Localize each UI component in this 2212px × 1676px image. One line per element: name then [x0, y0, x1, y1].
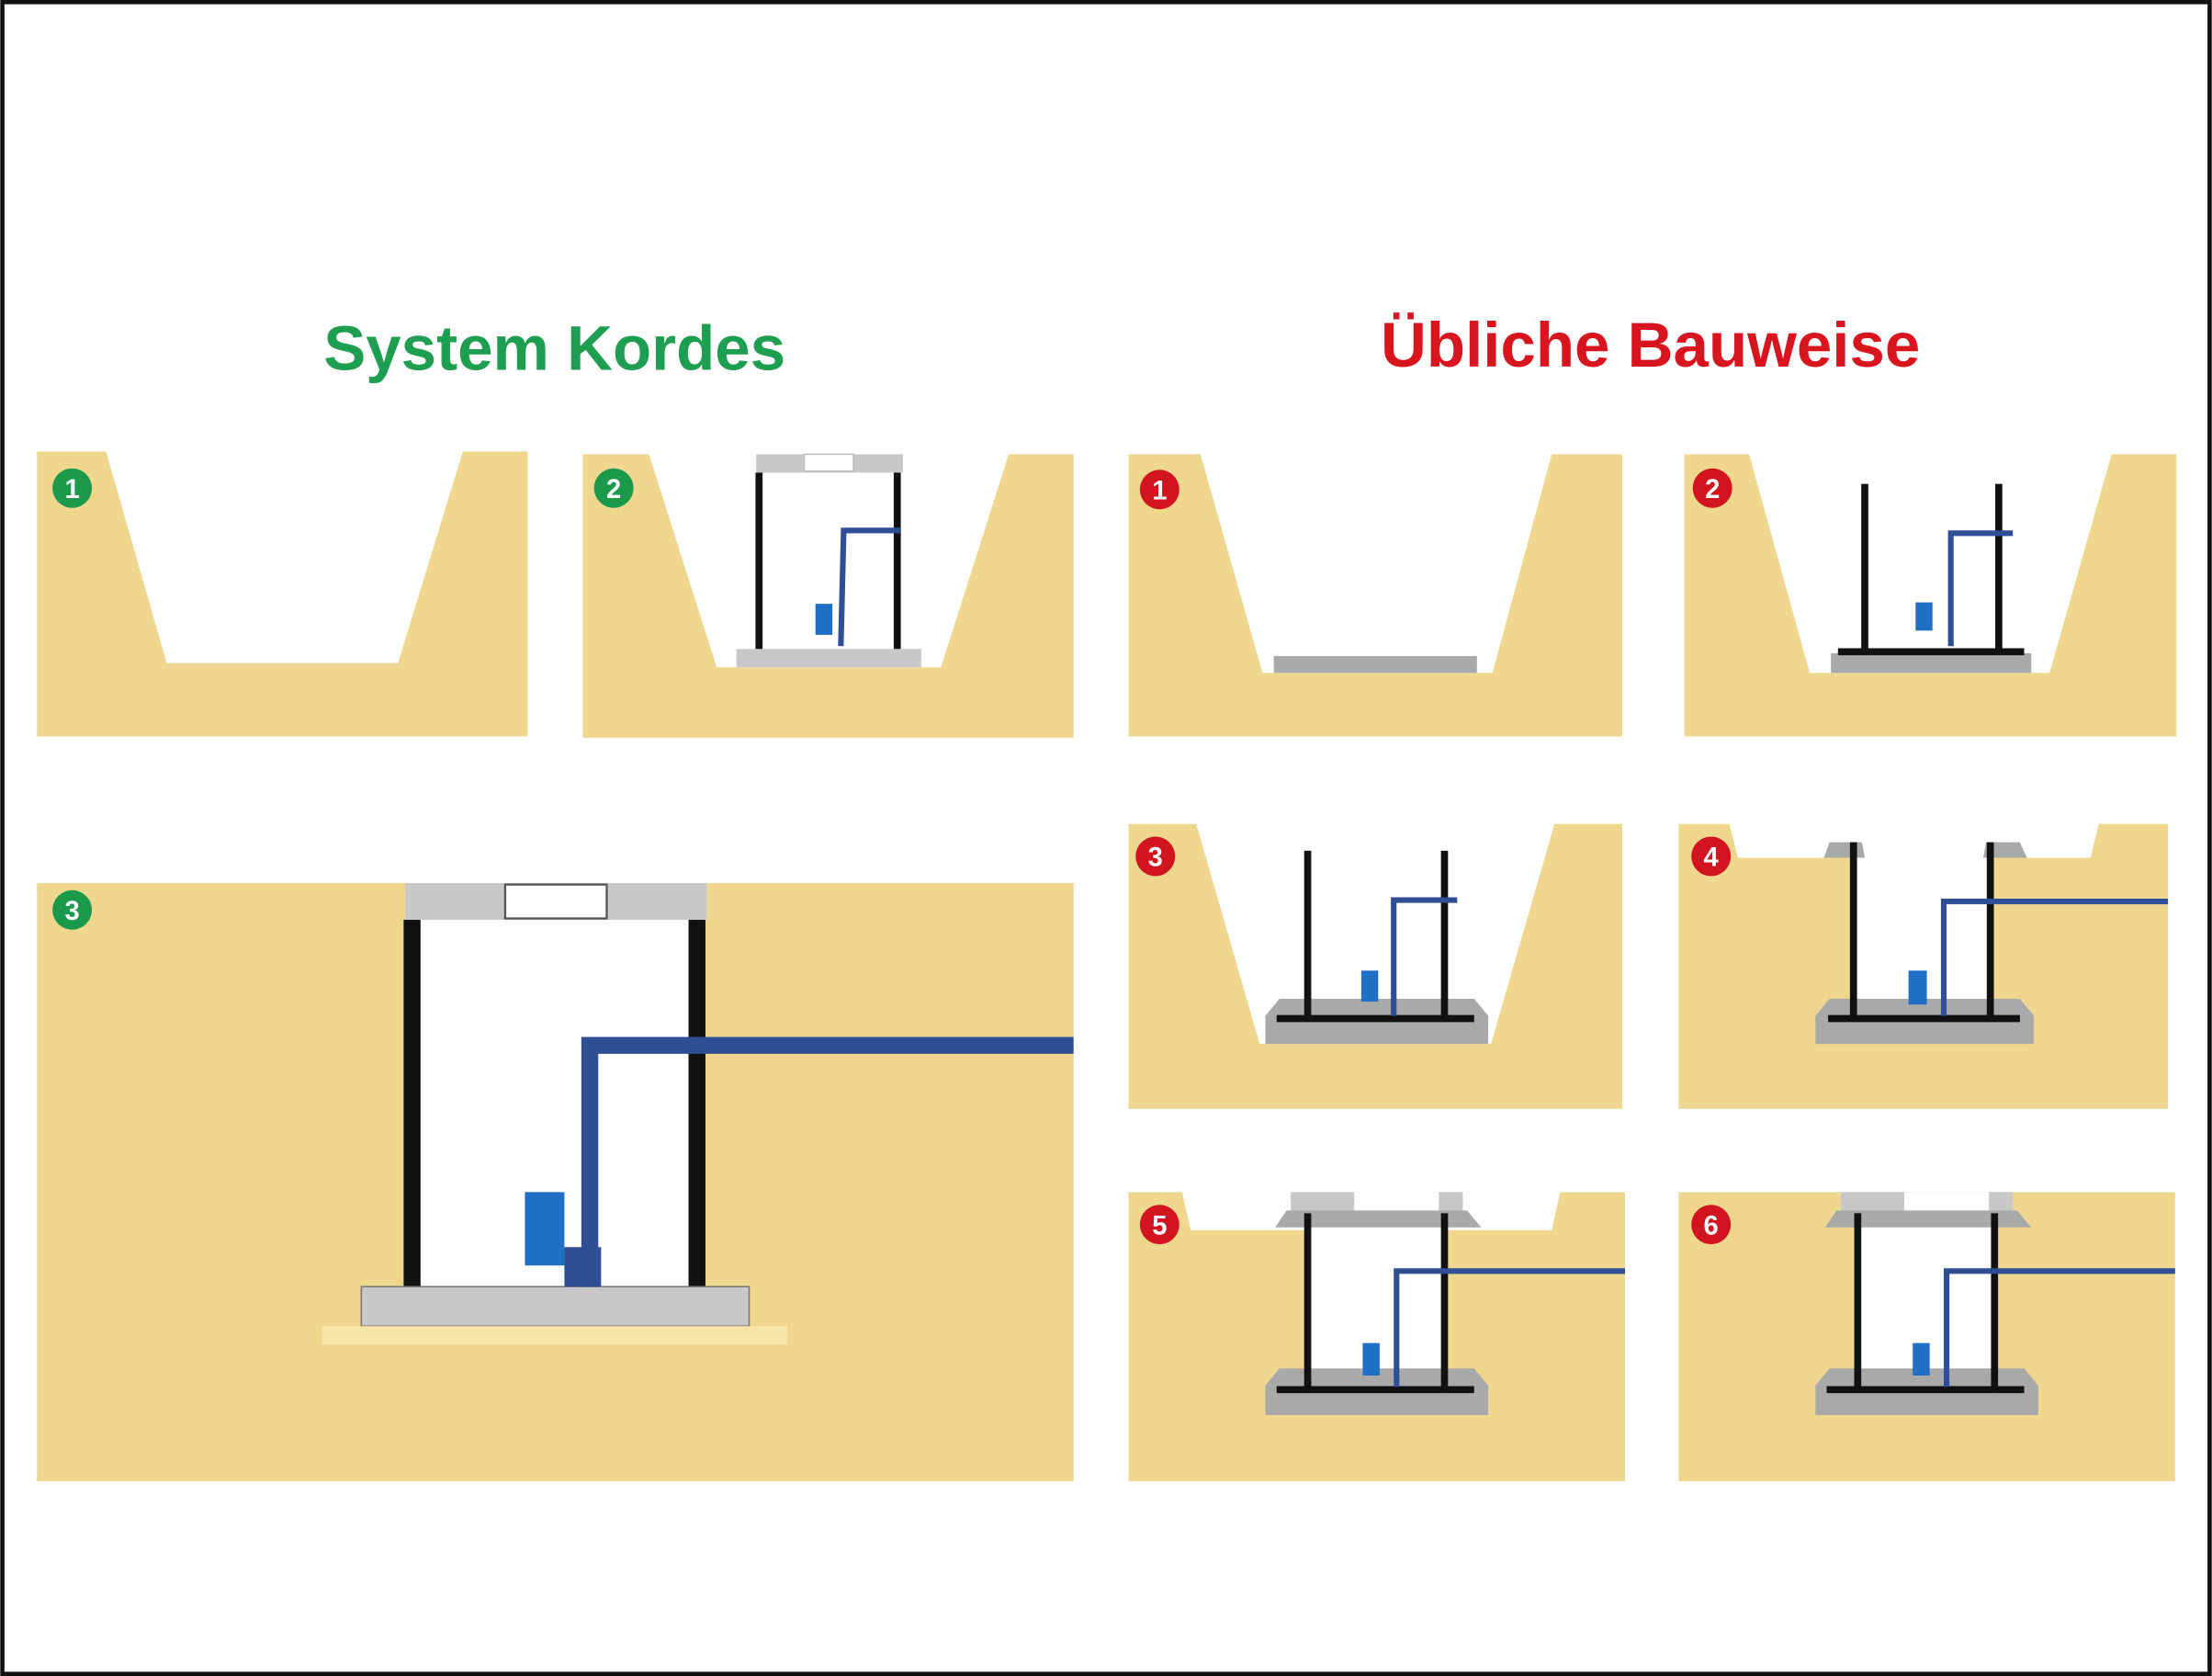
- shaft-wall: [688, 920, 705, 1290]
- base-slab: [736, 649, 921, 668]
- step-badge: 3: [52, 889, 93, 930]
- pump: [1915, 602, 1933, 631]
- svg-text:2: 2: [606, 475, 621, 504]
- base-slab: [360, 1285, 750, 1327]
- title-system-kordes: System Kordes: [323, 311, 785, 383]
- collar: [1982, 842, 2027, 858]
- step-badge: 3: [1135, 836, 1176, 877]
- step-badge: 1: [1139, 470, 1179, 510]
- pressure-pipe: [1940, 899, 2169, 1016]
- svg-text:4: 4: [1704, 844, 1720, 873]
- kordes-step-2-panel: 2: [582, 453, 1074, 738]
- conventional-step-6-panel: 6: [1678, 1192, 2175, 1482]
- pump: [1362, 1342, 1380, 1376]
- blinding-layer: [1273, 655, 1477, 674]
- pump: [1908, 970, 1927, 1005]
- cover-opening: [1354, 1192, 1439, 1212]
- svg-text:2: 2: [1705, 475, 1720, 504]
- step-badge: 2: [593, 468, 634, 508]
- conventional-step-3-panel: 3: [1128, 823, 1622, 1109]
- excavation-trench: [1128, 823, 1622, 1109]
- pressure-pipe: [1947, 530, 2014, 647]
- conventional-step-1-panel: 1: [1128, 454, 1622, 737]
- kordes-step-3-panel: 3: [37, 883, 1074, 1482]
- conventional-step-4-panel: 4: [1678, 823, 2169, 1109]
- excavation-trench: [1128, 454, 1622, 737]
- pressure-pipe: [838, 527, 900, 647]
- collar: [1275, 1210, 1482, 1228]
- shaft-wall: [403, 920, 421, 1290]
- step-badge: 1: [52, 468, 93, 508]
- kordes-step-1-panel: 1: [37, 451, 528, 737]
- blinding-layer: [1831, 652, 2032, 674]
- svg-text:1: 1: [1152, 477, 1167, 506]
- cover-opening: [1904, 1192, 1990, 1212]
- cover-opening: [803, 453, 854, 472]
- pump: [525, 1192, 565, 1266]
- step-badge: 5: [1139, 1205, 1179, 1245]
- excavation-trench: [582, 454, 1074, 738]
- pressure-pipe: [581, 1036, 1074, 1287]
- svg-text:6: 6: [1704, 1211, 1719, 1240]
- pump-connector: [564, 1247, 602, 1287]
- collar: [1823, 842, 1866, 858]
- svg-text:3: 3: [1148, 844, 1163, 873]
- pump: [1913, 1342, 1930, 1376]
- step-badge: 6: [1691, 1205, 1732, 1245]
- pump: [1360, 970, 1379, 1002]
- conventional-step-2-panel: 2: [1684, 454, 2177, 737]
- excavation-trench: [37, 451, 528, 737]
- svg-text:3: 3: [64, 897, 79, 926]
- cover-opening: [503, 883, 608, 920]
- conventional-step-5-panel: 5: [1128, 1192, 1626, 1482]
- step-badge: 2: [1692, 468, 1732, 508]
- pressure-pipe: [1391, 897, 1458, 1016]
- pressure-pipe: [1943, 1268, 2175, 1387]
- excavation-trench: [1684, 454, 2177, 737]
- pump: [815, 604, 833, 635]
- bedding-layer: [322, 1326, 788, 1345]
- svg-text:1: 1: [64, 475, 79, 504]
- collar: [1825, 1210, 2032, 1228]
- title-uebliche-bauweise: Übliche Bauweise: [1381, 309, 1920, 380]
- step-badge: 4: [1691, 836, 1732, 877]
- svg-text:5: 5: [1152, 1211, 1167, 1240]
- pressure-pipe: [1394, 1268, 1626, 1387]
